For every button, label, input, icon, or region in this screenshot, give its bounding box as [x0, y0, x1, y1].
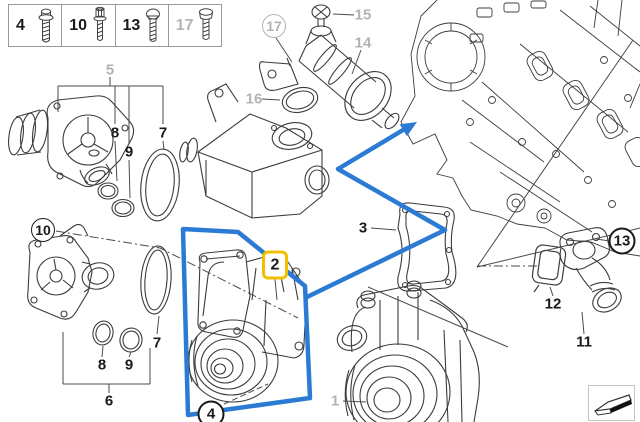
callout-12[interactable]: 12: [544, 295, 562, 313]
engine-block-drawing: [400, 0, 640, 257]
callout-9-upper[interactable]: 9: [124, 143, 134, 161]
o-ring-16-drawing: [281, 86, 319, 114]
callout-7-lower[interactable]: 7: [152, 334, 162, 352]
seal-12-drawing: [531, 244, 567, 293]
callout-9-lower[interactable]: 9: [124, 356, 134, 374]
callout-1[interactable]: 1: [330, 392, 340, 410]
water-pump-secondary-drawing: [336, 280, 480, 422]
callout-17-circled[interactable]: 17: [262, 14, 286, 38]
callout-8-lower[interactable]: 8: [97, 356, 107, 374]
callout-2-highlighted[interactable]: 2: [262, 250, 288, 280]
fastener-number: 13: [122, 16, 141, 34]
gasket-7-lower-drawing: [140, 245, 172, 315]
o-ring-9-upper-drawing: [111, 198, 135, 218]
stud-bolt-icon: [93, 6, 106, 41]
thermostat-housing-upper-drawing: [8, 95, 135, 188]
flange-bolt-icon: [38, 8, 54, 42]
thermostat-unit-drawing: [258, 4, 400, 130]
install-location-arrow: [304, 127, 448, 300]
leader-lines: [55, 13, 640, 405]
callout-6[interactable]: 6: [104, 392, 114, 410]
callout-3[interactable]: 3: [358, 219, 368, 237]
fastener-number: 10: [69, 16, 88, 34]
fastener-cell-4[interactable]: 4: [9, 5, 63, 46]
callout-4-circled[interactable]: 4: [197, 400, 225, 422]
callout-14[interactable]: 14: [354, 34, 372, 52]
arrowhead-icon: [399, 122, 417, 137]
callout-16[interactable]: 16: [245, 90, 263, 108]
callout-15[interactable]: 15: [354, 6, 372, 24]
fastener-number: 17: [175, 16, 194, 34]
hex-bolt-icon: [199, 7, 213, 40]
direction-arrow-icon: [594, 394, 632, 416]
part-highlight: [180, 122, 448, 418]
callout-11[interactable]: 11: [576, 333, 592, 351]
fastener-cell-17[interactable]: 17: [169, 5, 221, 46]
o-ring-8-upper-drawing: [97, 182, 119, 200]
o-ring-9-lower-drawing: [119, 327, 143, 353]
callout-13-circled[interactable]: 13: [608, 227, 636, 255]
callout-7-upper[interactable]: 7: [158, 124, 168, 142]
callout-5[interactable]: 5: [105, 61, 115, 79]
dome-bolt-icon: [145, 8, 160, 42]
selected-part-outline: [180, 226, 313, 418]
thermostat-housing-lower-drawing: [27, 223, 115, 320]
gasket-3-drawing: [397, 202, 457, 292]
fastener-cell-13[interactable]: 13: [116, 5, 169, 46]
callout-8-upper[interactable]: 8: [110, 124, 120, 142]
gasket-7-upper-drawing: [140, 148, 180, 222]
fastener-cell-10[interactable]: 10: [62, 5, 116, 46]
coolant-housing-center-drawing: [179, 83, 330, 219]
coolant-flange-drawing: [559, 227, 622, 313]
direction-indicator-box: [588, 385, 635, 421]
callout-10-circled[interactable]: 10: [31, 218, 55, 242]
fastener-legend-table: 4 10 13: [8, 4, 222, 47]
o-ring-8-lower-drawing: [92, 320, 114, 346]
fastener-number: 4: [16, 16, 25, 34]
